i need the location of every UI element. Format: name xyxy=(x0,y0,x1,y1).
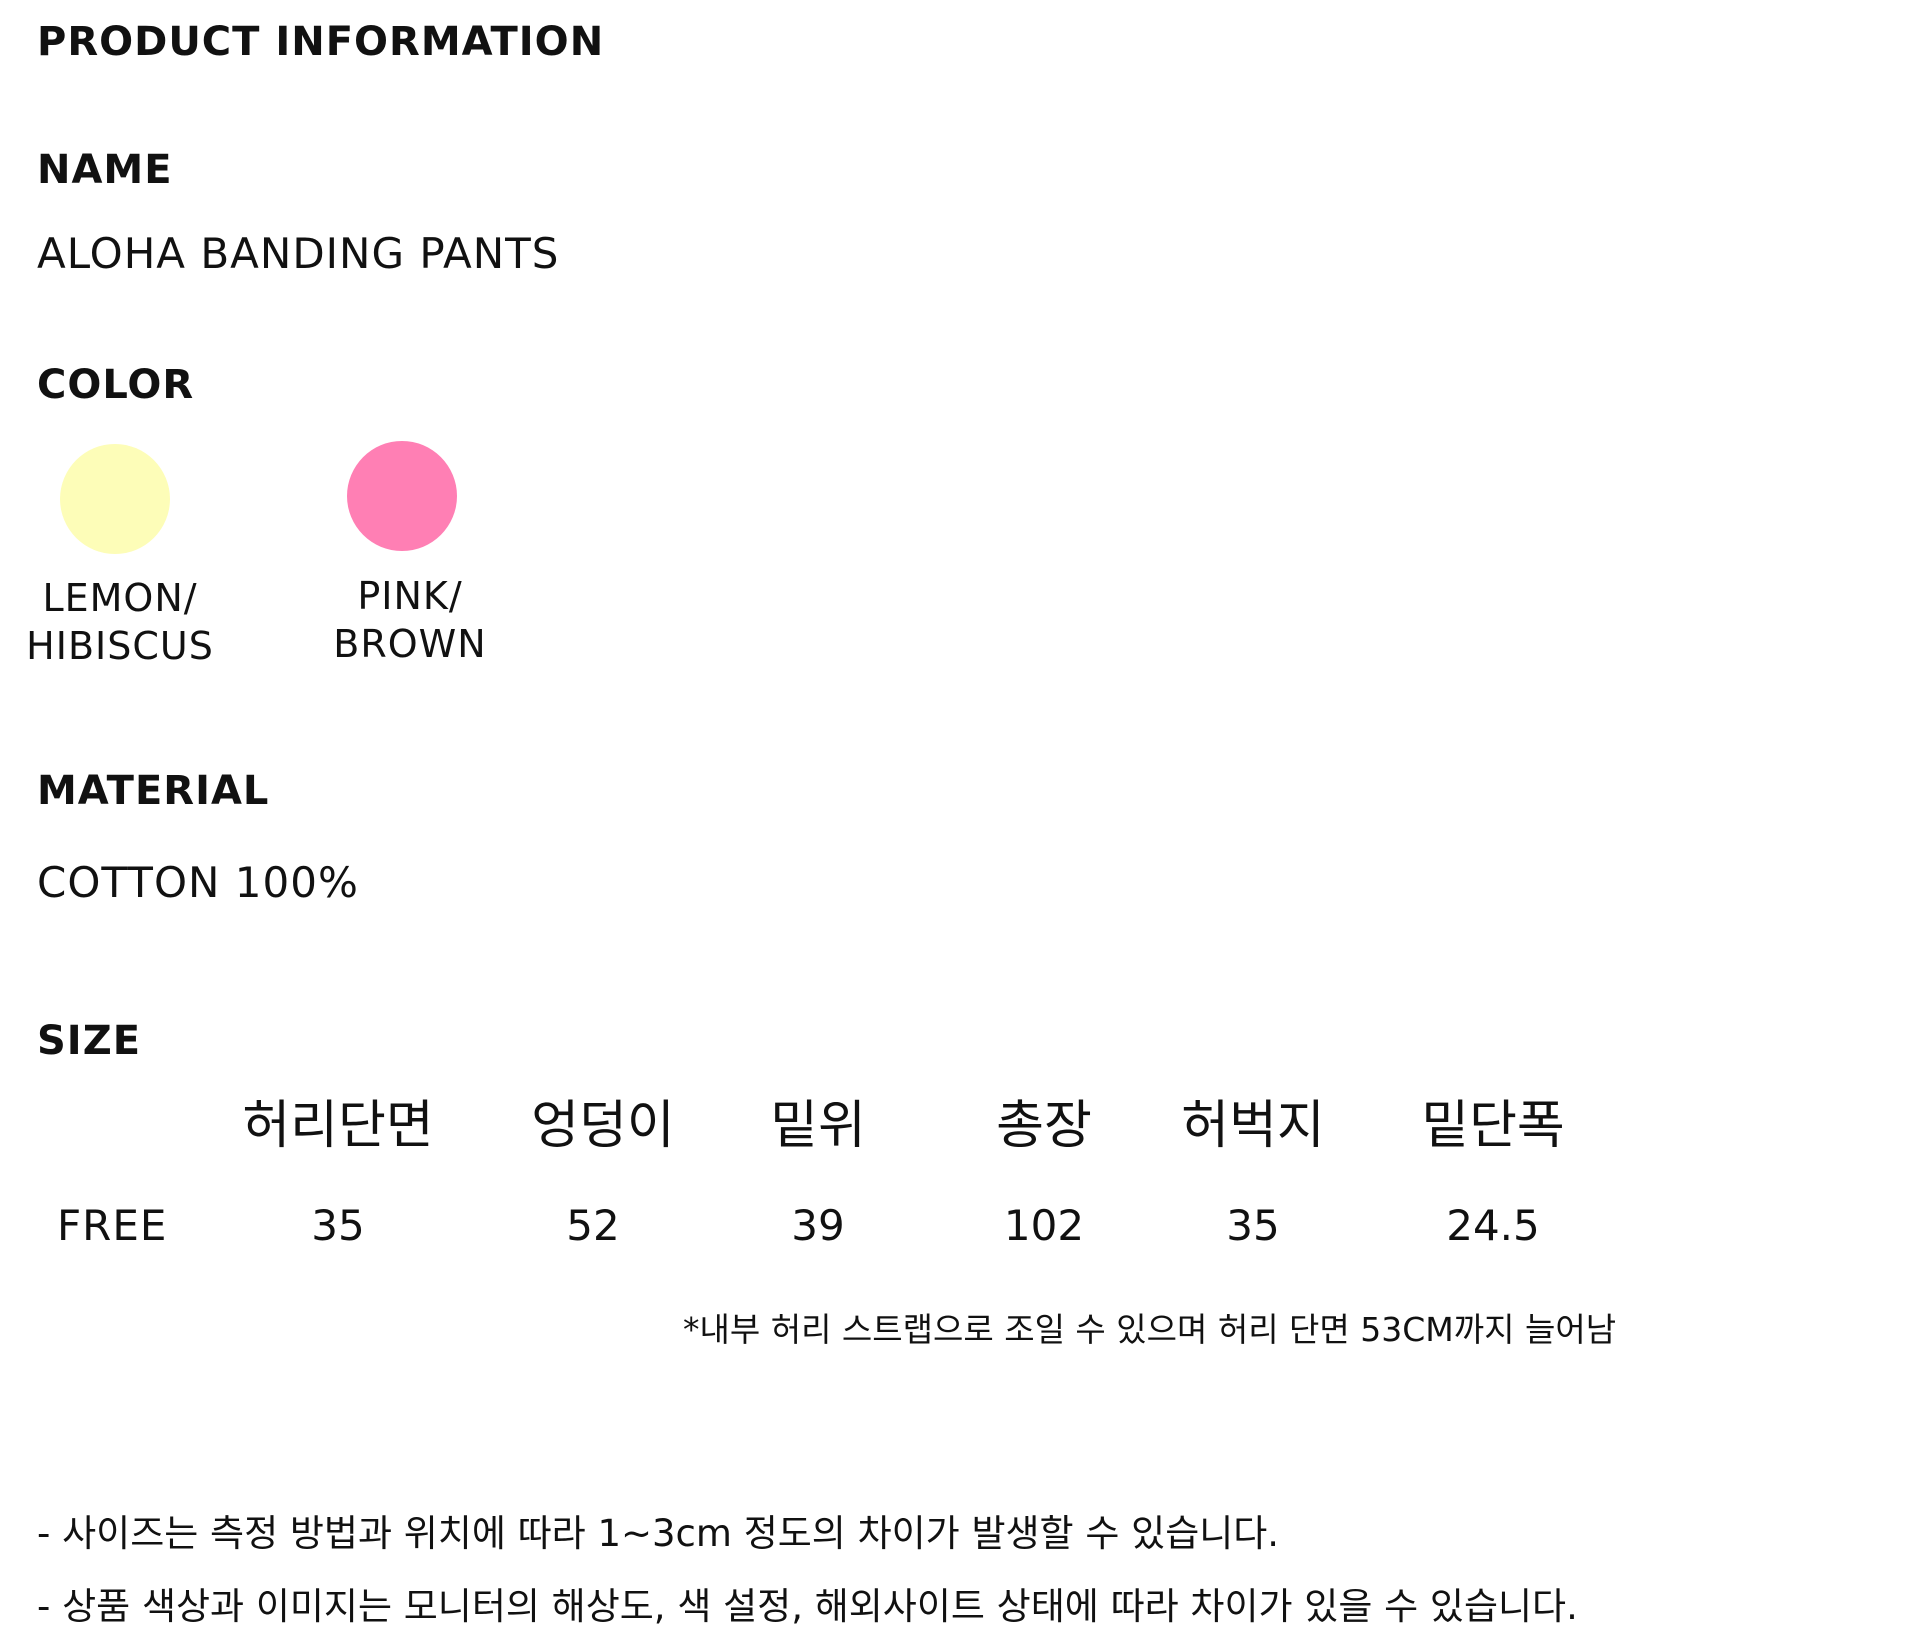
size-col-hem: 밑단폭 xyxy=(1421,1096,1565,1156)
size-note: *내부 허리 스트랩으로 조일 수 있으며 허리 단면 53CM까지 늘어남 xyxy=(683,1310,1617,1349)
color-swatch-lemon xyxy=(60,444,170,554)
size-col-waist: 허리단면 xyxy=(242,1096,434,1156)
size-cell-length: 102 xyxy=(1003,1201,1085,1250)
material-value: COTTON 100% xyxy=(37,858,359,907)
size-heading: SIZE xyxy=(37,1018,142,1064)
size-cell-waist: 35 xyxy=(311,1201,365,1250)
size-cell-thigh: 35 xyxy=(1226,1201,1280,1250)
color-swatch-pink xyxy=(347,441,457,551)
size-cell-rise: 39 xyxy=(791,1201,845,1250)
notice-color-variance: - 상품 색상과 이미지는 모니터의 해상도, 색 설정, 해외사이트 상태에 … xyxy=(37,1585,1578,1628)
size-col-length: 총장 xyxy=(996,1096,1092,1156)
size-cell-hip: 52 xyxy=(566,1201,620,1250)
color-heading: COLOR xyxy=(37,362,195,408)
size-col-thigh: 허벅지 xyxy=(1181,1096,1325,1156)
size-col-rise: 밑위 xyxy=(770,1096,866,1156)
size-cell-hem: 24.5 xyxy=(1446,1201,1540,1250)
notice-size-variance: - 사이즈는 측정 방법과 위치에 따라 1~3cm 정도의 차이가 발생할 수… xyxy=(37,1512,1280,1555)
product-name: ALOHA BANDING PANTS xyxy=(37,229,560,278)
material-heading: MATERIAL xyxy=(37,768,270,814)
color-label-lemon-hibiscus: LEMON/ HIBISCUS xyxy=(26,576,214,668)
name-heading: NAME xyxy=(37,147,173,193)
page-title: PRODUCT INFORMATION xyxy=(37,19,605,65)
size-col-hip: 엉덩이 xyxy=(531,1096,675,1156)
color-label-pink-brown: PINK/ BROWN xyxy=(333,574,487,666)
size-row-label: FREE xyxy=(57,1201,168,1250)
